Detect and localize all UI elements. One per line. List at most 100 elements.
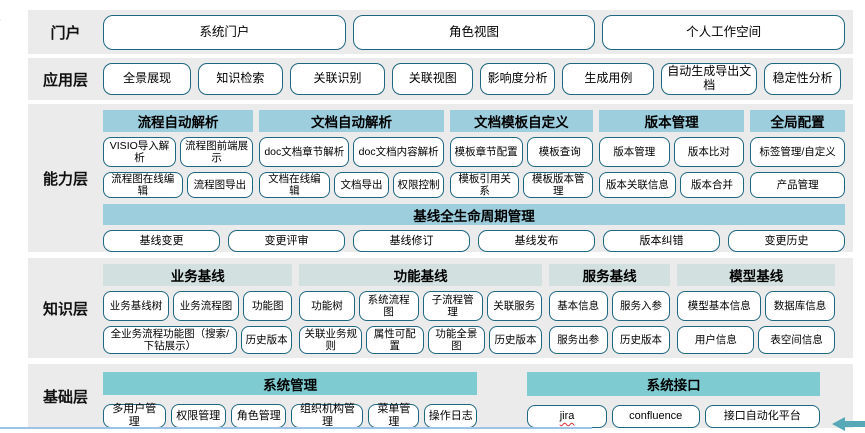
- knowledge-item: 全业务流程功能图（搜索/下钻展示）: [103, 326, 237, 354]
- capability-item: 权限控制: [393, 172, 444, 198]
- layer-application: 应用层 全景展现 知识检索 关联识别 关联视图 影响度分析 生成用例 自动生成导…: [28, 58, 853, 100]
- layer-capability: 能力层 流程自动解析 VISIO导入解析 流程图前端展示 流程图在线编辑 流程图…: [28, 104, 853, 252]
- knowledge-content: 业务基线 业务基线树 业务流程图 功能图 全业务流程功能图（搜索/下钻展示） 历…: [103, 258, 853, 358]
- capability-item: 文档导出: [333, 172, 390, 198]
- knowledge-item: 关联服务: [486, 291, 542, 321]
- knowledge-groups: 业务基线 业务基线树 业务流程图 功能图 全业务流程功能图（搜索/下钻展示） 历…: [103, 264, 835, 354]
- group-title: 功能基线: [299, 264, 542, 286]
- foundation-item: 菜单管理: [368, 403, 420, 428]
- left-arrow-head: [832, 417, 845, 431]
- foundation-item: 组织机构管理: [291, 403, 364, 428]
- capability-item: VISIO导入解析: [103, 137, 177, 167]
- foundation-item: 操作日志: [424, 404, 478, 428]
- capability-item: 模板查询: [526, 137, 594, 167]
- capability-item: 版本合并: [679, 172, 745, 198]
- app-item: 全景展现: [103, 63, 192, 95]
- baseline-item: 基线修订: [353, 230, 470, 252]
- application-items: 全景展现 知识检索 关联识别 关联视图 影响度分析 生成用例 自动生成导出文档 …: [103, 58, 853, 100]
- baseline-item: 基线发布: [478, 230, 595, 252]
- foundation-content: 系统管理 多用户管理 权限管理 角色管理 组织机构管理 菜单管理 操作日志 系统…: [103, 364, 853, 428]
- knowledge-item: 属性可配置: [366, 326, 424, 354]
- left-arrow-icon: [832, 417, 865, 431]
- knowledge-item: 用户信息: [677, 326, 755, 354]
- baseline-items: 基线变更 变更评审 基线修订 基线发布 版本纠错 变更历史: [103, 230, 845, 252]
- layer-knowledge: 知识层 业务基线 业务基线树 业务流程图 功能图 全业务流程功能图（搜索/下钻展…: [28, 258, 853, 358]
- foundation-item: 多用户管理: [103, 403, 166, 428]
- knowledge-item: 系统流程图: [358, 291, 419, 321]
- app-item: 影响度分析: [480, 63, 556, 95]
- group-title: 文档自动解析: [259, 110, 444, 132]
- knowledge-group-service-baseline: 服务基线 基本信息 服务入参 服务出参 历史版本: [548, 264, 671, 354]
- capability-group-doc-parse: 文档自动解析 doc文档章节解析 doc文档内容解析 文档在线编辑 文档导出 权…: [259, 110, 444, 198]
- knowledge-item: 模型基本信息: [677, 291, 762, 321]
- jira-label: jira: [559, 409, 575, 422]
- portal-item-role-view: 角色视图: [352, 14, 596, 50]
- group-title: 系统管理: [103, 372, 478, 395]
- group-row: 文档在线编辑 文档导出 权限控制: [259, 172, 444, 198]
- capability-group-template-custom: 文档模板自定义 模板章节配置 模板查询 模板引用关系 模板版本管理: [449, 110, 594, 198]
- group-row: 用户信息 表空间信息: [677, 326, 835, 354]
- group-row: 流程图在线编辑 流程图导出: [103, 172, 254, 198]
- group-row: 功能树 系统流程图 子流程管理 关联服务: [299, 291, 542, 321]
- knowledge-item: 功能全景图: [427, 326, 486, 354]
- layer-capability-label: 能力层: [42, 170, 88, 188]
- knowledge-item: 功能树: [299, 291, 355, 321]
- knowledge-item: 功能图: [243, 291, 293, 321]
- layer-knowledge-label: 知识层: [42, 300, 88, 318]
- group-row: 模板引用关系 模板版本管理: [449, 172, 594, 198]
- foundation-group-system-interfaces: 系统接口 jira confluence 接口自动化平台: [527, 372, 820, 428]
- foundation-item-interface-automation: 接口自动化平台: [704, 404, 820, 428]
- foundation-group-system-mgmt: 系统管理 多用户管理 权限管理 角色管理 组织机构管理 菜单管理 操作日志: [103, 372, 478, 428]
- group-title: 业务基线: [103, 264, 293, 286]
- capability-item: 版本管理: [599, 137, 670, 167]
- capability-content: 流程自动解析 VISIO导入解析 流程图前端展示 流程图在线编辑 流程图导出 文…: [103, 104, 853, 252]
- baseline-item: 基线变更: [103, 230, 220, 252]
- capability-item: 文档在线编辑: [259, 172, 330, 198]
- baseline-lifecycle-title: 基线全生命周期管理: [103, 204, 845, 225]
- capability-group-global-config: 全局配置 标签管理/自定义 产品管理: [750, 110, 846, 198]
- layer-foundation: 基础层 系统管理 多用户管理 权限管理 角色管理 组织机构管理 菜单管理 操作日…: [28, 364, 853, 428]
- knowledge-item: 历史版本: [611, 326, 671, 354]
- capability-item: 模板章节配置: [449, 137, 523, 167]
- portal-item-personal-workspace: 个人工作空间: [602, 14, 846, 50]
- group-title: 模型基线: [677, 264, 835, 286]
- foundation-item: 角色管理: [231, 404, 287, 428]
- knowledge-item: 业务流程图: [173, 291, 240, 321]
- group-row: 版本关联信息 版本合并: [599, 172, 745, 198]
- group-row: 产品管理: [750, 172, 846, 198]
- baseline-item: 变更历史: [728, 230, 845, 252]
- app-item: 关联视图: [392, 63, 474, 95]
- capability-item: 流程图前端展示: [180, 137, 254, 167]
- group-row: VISIO导入解析 流程图前端展示: [103, 137, 254, 167]
- app-item: 关联识别: [289, 63, 386, 95]
- portal-items: 系统门户 角色视图 个人工作空间: [103, 10, 853, 54]
- group-row: 服务出参 历史版本: [548, 326, 671, 354]
- group-title: 全局配置: [750, 110, 846, 132]
- baseline-item: 变更评审: [228, 230, 345, 252]
- capability-group-process-parse: 流程自动解析 VISIO导入解析 流程图前端展示 流程图在线编辑 流程图导出: [103, 110, 254, 198]
- knowledge-item: 服务入参: [611, 291, 671, 321]
- capability-item: 产品管理: [750, 172, 846, 198]
- knowledge-group-business-baseline: 业务基线 业务基线树 业务流程图 功能图 全业务流程功能图（搜索/下钻展示） 历…: [103, 264, 293, 354]
- knowledge-item: 关联业务规则: [299, 326, 362, 354]
- layer-portal: 门户 系统门户 角色视图 个人工作空间: [28, 10, 853, 54]
- bottom-rule-decoration: [0, 427, 592, 429]
- foundation-item-jira: jira: [527, 404, 607, 428]
- capability-item: doc文档章节解析: [259, 137, 350, 167]
- portal-item-system-portal: 系统门户: [103, 14, 346, 50]
- group-row: 模型基本信息 数据库信息: [677, 291, 835, 321]
- group-row: 标签管理/自定义: [750, 137, 846, 167]
- layer-foundation-label: 基础层: [42, 388, 88, 406]
- knowledge-item: 子流程管理: [422, 291, 483, 321]
- baseline-item: 版本纠错: [603, 230, 720, 252]
- capability-group-version-mgmt: 版本管理 版本管理 版本比对 版本关联信息 版本合并: [599, 110, 745, 198]
- capability-item: 模板引用关系: [449, 172, 520, 198]
- app-item: 生成用例: [562, 63, 655, 95]
- foundation-item-confluence: confluence: [611, 404, 700, 428]
- group-title: 服务基线: [548, 264, 671, 286]
- group-row: 关联业务规则 属性可配置 功能全景图 历史版本: [299, 326, 542, 354]
- group-row: 基本信息 服务入参: [548, 291, 671, 321]
- capability-groups: 流程自动解析 VISIO导入解析 流程图前端展示 流程图在线编辑 流程图导出 文…: [103, 110, 846, 198]
- app-item: 稳定性分析: [764, 63, 841, 95]
